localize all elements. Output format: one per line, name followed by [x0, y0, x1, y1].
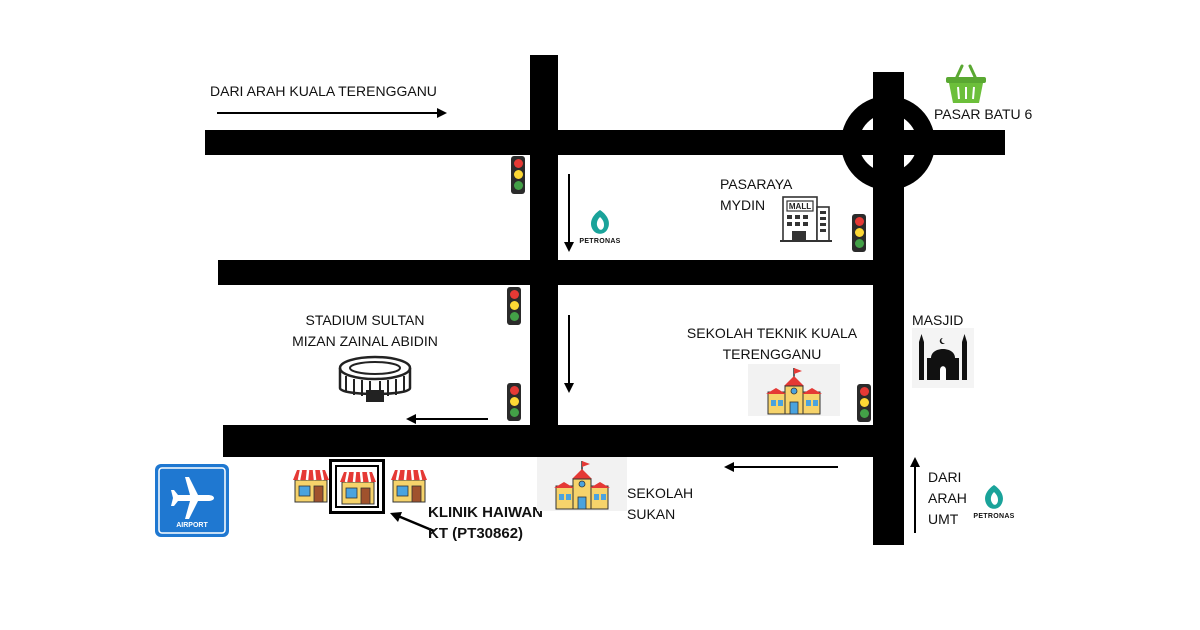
label-pasaraya-line2: MYDIN	[720, 197, 766, 213]
arrow-to-klinik	[390, 512, 435, 533]
label-from-umt: DARI ARAH UMT	[928, 467, 967, 530]
label-masjid: MASJID	[912, 312, 964, 328]
mosque-icon	[912, 328, 974, 388]
arrow-down-lower	[564, 315, 574, 393]
arrow-left-stadium	[406, 414, 488, 424]
airport-icon: AIRPORT	[155, 464, 229, 537]
shop-icon	[391, 469, 427, 503]
traffic-light-icon	[507, 287, 521, 325]
shop-icon	[340, 471, 376, 505]
label-klinik-line1: KLINIK HAIWAN	[428, 504, 543, 521]
school-icon-sukan	[537, 457, 627, 511]
airport-text: AIRPORT	[176, 522, 208, 529]
arrow-up-umt	[910, 457, 920, 533]
label-sekolah-sukan-line1: SEKOLAH	[627, 485, 694, 501]
label-sekolah-teknik-line1: SEKOLAH TEKNIK KUALA	[686, 325, 858, 341]
label-stadium: STADIUM SULTAN MIZAN ZAINAL ABIDIN	[280, 310, 450, 352]
mall-building-icon: MALL	[780, 196, 832, 242]
label-sekolah-sukan-line2: SUKAN	[627, 506, 676, 522]
label-from-umt-line3: UMT	[928, 511, 959, 527]
petronas-text: PETRONAS	[973, 513, 1015, 520]
petronas-logo-icon: PETRONAS	[971, 483, 1017, 520]
label-from-kuala-terengganu: DARI ARAH KUALA TERENGGANU	[210, 83, 437, 99]
petronas-text: PETRONAS	[579, 238, 621, 245]
road-top-horizontal	[205, 130, 1005, 155]
school-icon-teknik	[748, 364, 840, 416]
arrow-from-kt	[217, 108, 447, 118]
label-from-umt-line2: ARAH	[928, 490, 967, 506]
label-klinik-line2: KT (PT30862)	[428, 525, 524, 542]
roundabout	[840, 95, 936, 191]
arrow-down-upper	[564, 174, 574, 252]
traffic-light-icon	[857, 384, 871, 422]
klinik-haiwan-shop-highlight	[329, 459, 385, 514]
label-sekolah-sukan: SEKOLAH SUKAN	[627, 483, 693, 525]
label-pasar-batu-6: PASAR BATU 6	[934, 106, 1033, 122]
label-stadium-line2: MIZAN ZAINAL ABIDIN	[292, 333, 438, 349]
traffic-light-icon	[507, 383, 521, 421]
label-sekolah-teknik-line2: TERENGGANU	[722, 346, 822, 362]
label-pasaraya-line1: PASARAYA	[720, 176, 793, 192]
label-sekolah-teknik: SEKOLAH TEKNIK KUALA TERENGGANU	[684, 323, 860, 365]
label-klinik-haiwan: KLINIK HAIWAN KT (PT30862)	[428, 502, 543, 544]
road-left-vertical	[530, 55, 558, 427]
petronas-logo-icon: PETRONAS	[577, 208, 623, 245]
arrow-left-right-side	[724, 462, 838, 472]
stadium-icon	[338, 355, 412, 402]
label-pasaraya-mydin: PASARAYA MYDIN	[720, 174, 792, 216]
road-right-vertical	[873, 72, 904, 545]
label-from-umt-line1: DARI	[928, 469, 962, 485]
label-stadium-line1: STADIUM SULTAN	[305, 312, 425, 328]
shop-icon	[293, 469, 329, 503]
mall-sign-text: MALL	[789, 202, 811, 211]
traffic-light-icon	[511, 156, 525, 194]
basket-icon	[946, 64, 986, 103]
road-bottom-horizontal	[223, 425, 875, 457]
traffic-light-icon	[852, 214, 866, 252]
